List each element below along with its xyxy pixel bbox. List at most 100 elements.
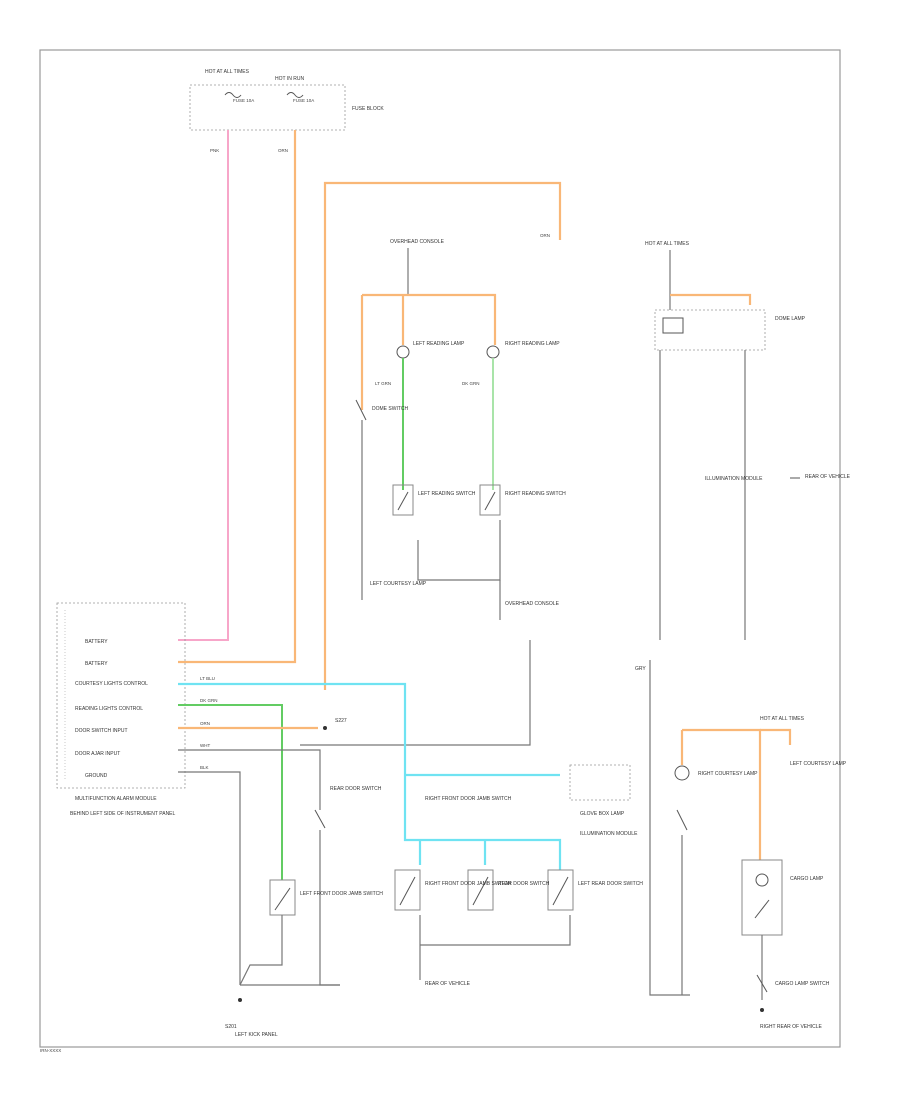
reading-orange-bus [362,293,497,345]
module-name: MULTIFUNCTION ALARM MODULE [75,796,157,802]
left-rear-door-switch-label: LEFT REAR DOOR SWITCH [578,881,643,887]
reading-section-label: OVERHEAD CONSOLE [390,239,445,245]
module-location: BEHIND LEFT SIDE OF INSTRUMENT PANEL [70,811,176,817]
wire-label-pink: PNK [210,148,219,153]
dome-lamp-label: DOME LAMP [775,316,806,322]
fuse-dome-label: FUSE 10A [293,98,314,103]
left-front-door-switch-symbol [274,887,291,911]
fuse-block-label: FUSE BLOCK [352,106,384,112]
wire-label-dkgrn: DK GRN [462,381,480,386]
wire-label-lgrn: LT GRN [375,381,391,386]
fuse-symbol-1 [224,92,242,98]
orange-wire-top [323,181,562,690]
fuse-block [189,84,346,131]
wire-label-orange-3: ORN [200,721,210,726]
reading-note-right: OVERHEAD CONSOLE [505,601,560,607]
left-rear-door-switch-symbol [552,876,569,906]
cargo-switch-label: CARGO LAMP SWITCH [775,981,830,987]
cargo-switch-symbol [756,974,768,993]
fuse-illum-label: FUSE 10A [233,98,254,103]
reading-right-down [300,640,531,746]
left-door-ground [239,915,283,986]
courtesy-orange-right [760,728,792,745]
right-front-door-switch-label: RIGHT FRONT DOOR JAMB SWITCH [425,881,512,887]
green-wire-reading [178,704,283,880]
rear-door-switch-label: REAR DOOR SWITCH [498,881,550,887]
illumination-box [569,764,631,801]
wire-label-wht: WHT [200,743,210,748]
right-reading-lamp-label: RIGHT READING LAMP [505,341,560,347]
wire-label-ltblu: LT BLU [200,676,215,681]
left-ground-name: S201 [225,1024,237,1030]
gray-wire-ajar [178,749,321,810]
dome-orange-wire [670,293,752,305]
right-reading-switch-label: RIGHT READING SWITCH [505,491,566,497]
cargo-lamp-label: CARGO LAMP [790,876,824,882]
courtesy-lamp-label: RIGHT COURTESY LAMP [698,771,758,777]
reading-switch-return [417,520,501,581]
module-box [56,602,186,789]
wire-label-orange: ORN [278,148,288,153]
module-pin-battery2: BATTERY [85,661,108,667]
left-reading-lamp-bulb [396,345,410,359]
cyan-wire-bus [403,830,562,870]
right-reading-switch-box [479,484,501,516]
right-reading-switch-symbol [484,491,496,511]
right-front-door-switch-box [394,869,421,911]
dome-switch-symbol [355,399,367,421]
cargo-ground-dot [760,1008,764,1012]
fuse-hot-in-run-label: HOT IN RUN [275,76,304,82]
ajar-to-ground [319,830,340,986]
left-reading-switch-symbol [397,491,409,511]
module-pin-door-switch: DOOR SWITCH INPUT [75,728,128,734]
module-pin-battery: BATTERY [85,639,108,645]
illumination-label: GLOVE BOX LAMP [580,811,625,817]
courtesy-feed-label: GRY [635,666,646,672]
module-pin-courtesy: COURTESY LIGHTS CONTROL [75,681,148,687]
left-rear-door-switch-box [547,869,574,911]
left-reading-switch-label: LEFT READING SWITCH [418,491,476,497]
right-front-door-switch-symbol [399,876,416,906]
dome-lamp-feed-label: HOT AT ALL TIMES [645,241,690,247]
left-front-door-switch-box [269,879,296,916]
cyan-wire-courtesy [178,682,407,830]
cargo-lamp-bulb [755,873,769,887]
center-ground-label: REAR OF VEHICLE [425,981,471,987]
cargo-ground-label: RIGHT REAR OF VEHICLE [760,1024,823,1030]
dome-lamp-symbol [662,317,684,334]
dome-note-label: ILLUMINATION MODULE [705,476,763,482]
ajar-switch [314,809,326,829]
fuse-hot-at-all-times-label: HOT AT ALL TIMES [205,69,250,75]
dome-lamp-box [654,309,766,351]
left-reading-lamp-label: LEFT READING LAMP [413,341,465,347]
center-door-return [420,915,571,946]
wire-label-orange-2: ORN [540,233,550,238]
fuse-symbol-2 [286,92,304,98]
left-reading-switch-box [392,484,414,516]
gray-wire-ground [178,771,241,985]
diagram-frame [39,49,841,1048]
wire-label-dkgrn-2: DK GRN [200,698,218,703]
courtesy-feed [649,660,690,996]
left-ground-dot [238,998,242,1002]
module-pin-ajar: DOOR AJAR INPUT [75,751,120,757]
left-ground-label: LEFT KICK PANEL [235,1032,278,1038]
wire-label-blk: BLK [200,765,209,770]
courtesy-header: HOT AT ALL TIMES [760,716,805,722]
dome-switch-label: DOME SWITCH [372,406,408,412]
footer-code: IRN-XXXX [40,1048,61,1053]
cargo-arrow-label: LEFT COURTESY LAMP [790,761,847,767]
splice-s227-label: S227 [335,718,347,724]
dome-arrow-label: REAR OF VEHICLE [805,474,851,480]
door-switch-center-label: RIGHT FRONT DOOR JAMB SWITCH [425,796,512,802]
courtesy-orange-bus [682,728,762,860]
orange-wire-battery [178,130,297,664]
illumination-sub: ILLUMINATION MODULE [580,831,638,837]
reading-note-left: LEFT COURTESY LAMP [370,581,427,587]
courtesy-switch [676,809,688,831]
module-pin-reading: READING LIGHTS CONTROL [75,706,143,712]
splice-s227 [323,726,327,730]
left-front-door-switch-label: LEFT FRONT DOOR JAMB SWITCH [300,891,383,897]
pink-wire [178,130,229,641]
